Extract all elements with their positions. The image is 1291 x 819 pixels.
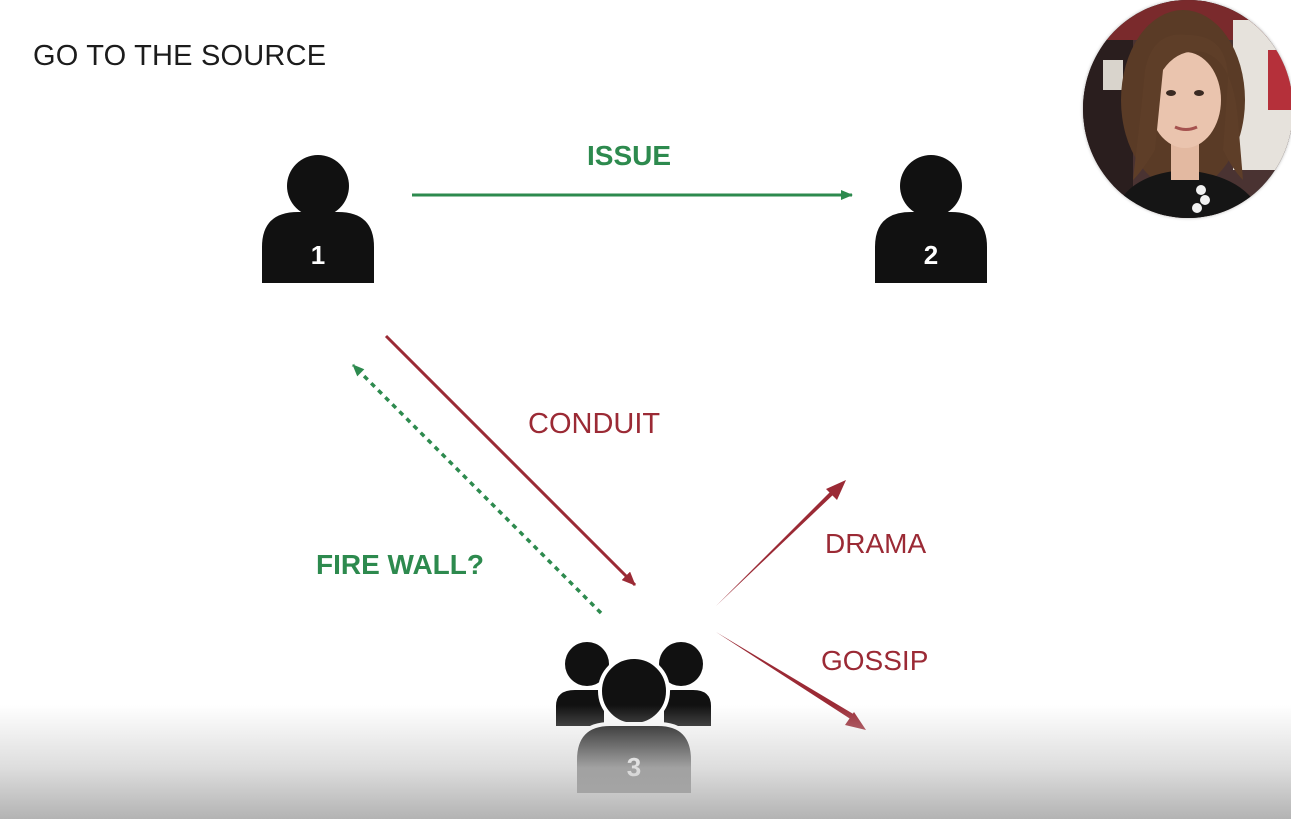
slide-title: GO TO THE SOURCE [33,40,327,72]
presenter-image [1083,0,1291,218]
person-2-icon [875,155,987,283]
conduit-arrow [384,334,637,587]
drama-arrow [716,480,846,606]
drama-label: DRAMA [825,528,927,559]
gossip-label: GOSSIP [821,645,929,676]
person-2-number: 2 [924,240,938,270]
person-1-icon [262,155,374,283]
conduit-label: CONDUIT [528,408,661,440]
fire-wall-arrow [351,363,603,615]
group-3-number: 3 [627,752,641,782]
fire-wall-label: FIRE WALL? [316,549,484,580]
person-1-number: 1 [311,240,325,270]
presenter-webcam [1083,0,1291,218]
issue-label: ISSUE [587,140,672,171]
